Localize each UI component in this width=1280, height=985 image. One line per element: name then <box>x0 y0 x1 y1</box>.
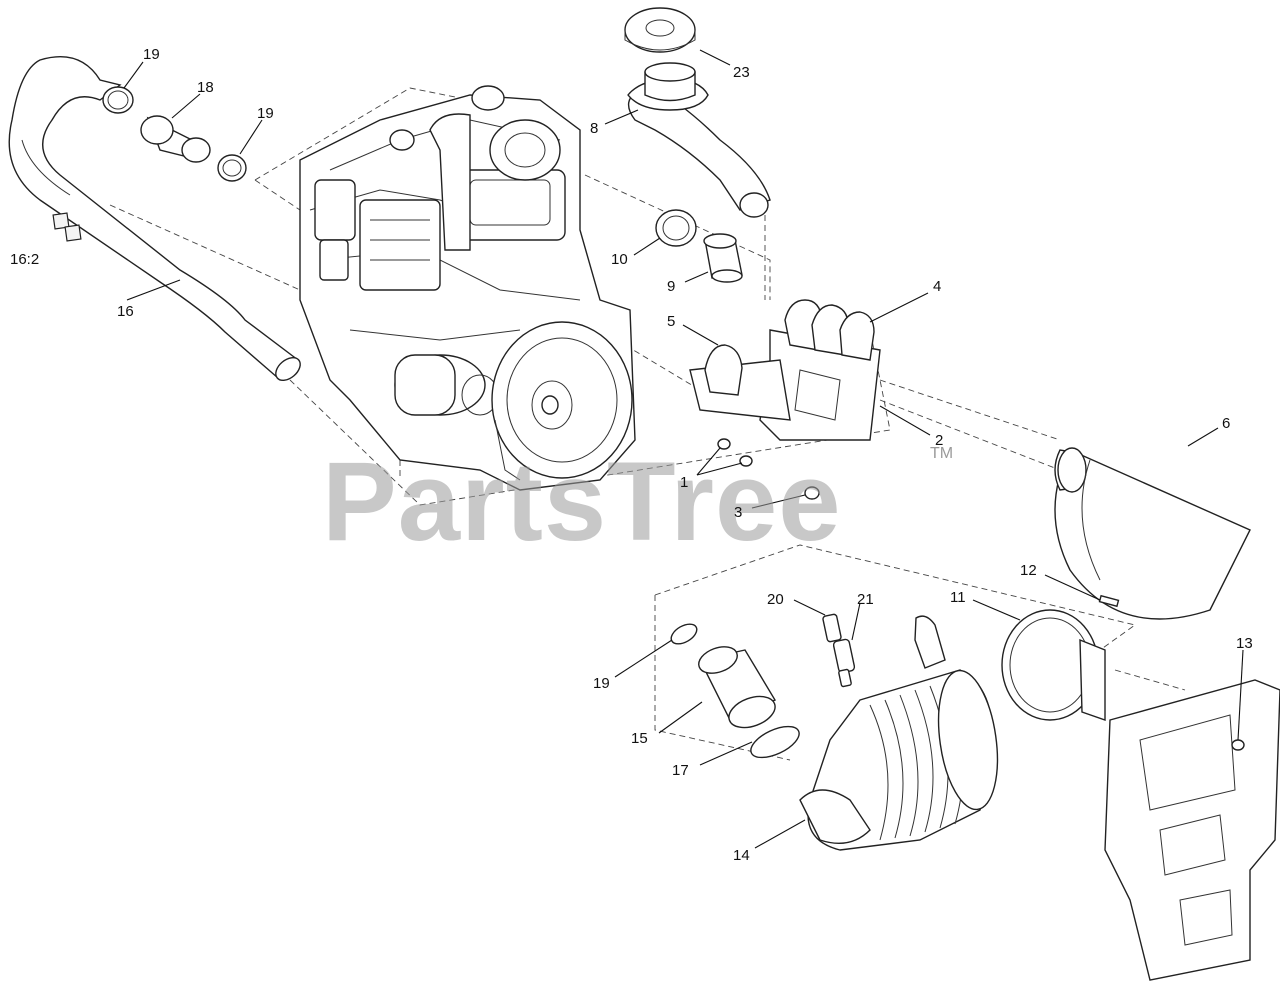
hose-clamp-19-top <box>102 86 134 114</box>
pin-12 <box>1098 594 1120 608</box>
callout-18: 18 <box>197 79 214 96</box>
callout-6: 6 <box>1222 415 1230 432</box>
callout-1: 1 <box>680 474 688 491</box>
mounting-plate-13 <box>1104 679 1280 981</box>
callout-11: 11 <box>950 589 966 606</box>
nuts-1 <box>717 438 753 467</box>
callout-17: 17 <box>672 762 689 779</box>
callout-16: 16 <box>117 303 134 320</box>
callout-3: 3 <box>734 504 742 521</box>
bolt-3 <box>804 486 820 500</box>
callout-8: 8 <box>590 120 598 137</box>
watermark: PartsTree TM <box>322 439 953 564</box>
watermark-brand: PartsTree <box>322 439 842 564</box>
seal-ring-17 <box>750 725 800 759</box>
callout-16-2: 16:2 <box>10 251 39 268</box>
callout-labels: 19 18 19 23 8 10 9 4 5 2 6 1 3 16:2 16 1… <box>10 46 1253 864</box>
sensor-21 <box>832 638 856 688</box>
band-clamp-11 <box>1001 609 1106 721</box>
filter-canister-6 <box>1054 447 1251 620</box>
callout-20: 20 <box>767 591 784 608</box>
callout-19-mid: 19 <box>257 105 274 122</box>
intake-elbow-8 <box>627 62 771 218</box>
callout-12: 12 <box>1020 562 1037 579</box>
watermark-trademark: TM <box>930 445 953 462</box>
air-hose-16 <box>8 56 301 382</box>
air-cleaner-14 <box>799 615 999 851</box>
sleeve-9 <box>703 233 743 283</box>
hose-clamp-10 <box>655 209 697 247</box>
mounting-bracket-4 <box>759 299 881 441</box>
hose-coupler-18 <box>140 115 211 163</box>
callout-2: 2 <box>935 432 943 449</box>
sensor-20 <box>822 613 842 643</box>
callout-15: 15 <box>631 730 648 747</box>
assembly-guide-lines <box>109 87 1186 761</box>
callout-13: 13 <box>1236 635 1253 652</box>
engine-assembly <box>299 85 636 491</box>
callout-14: 14 <box>733 847 750 864</box>
rain-cap-23 <box>624 7 696 53</box>
hose-adapter-15 <box>698 646 777 729</box>
callout-19-top: 19 <box>143 46 160 63</box>
hose-clamp-19-lower <box>670 623 698 645</box>
bracket-5 <box>689 344 791 421</box>
callout-23: 23 <box>733 64 750 81</box>
callout-9: 9 <box>667 278 675 295</box>
callout-10: 10 <box>611 251 628 268</box>
callout-21: 21 <box>857 591 874 608</box>
leader-lines <box>123 49 1244 849</box>
callout-19-lower: 19 <box>593 675 610 692</box>
callout-4: 4 <box>933 278 941 295</box>
callout-5: 5 <box>667 313 675 330</box>
hose-clamp-19-mid <box>217 154 247 182</box>
